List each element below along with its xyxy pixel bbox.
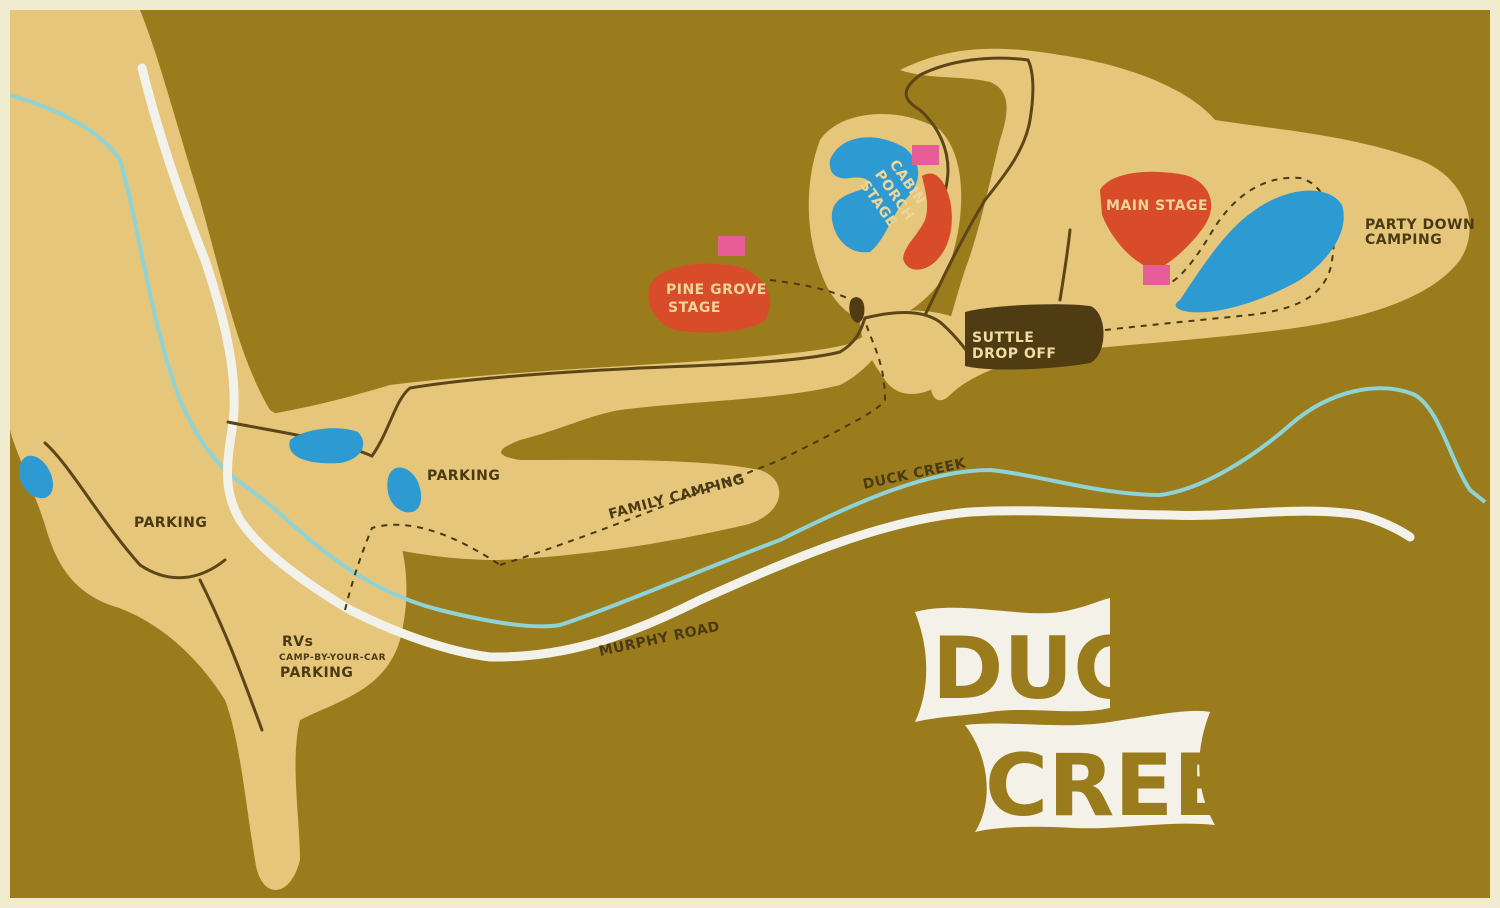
camp-by-car-label: CAMP-BY-YOUR-CAR (279, 653, 386, 663)
pine-grove-stage (648, 263, 771, 333)
banner-title-1: DUCK (932, 619, 1206, 719)
main-stage-marker (1143, 265, 1170, 285)
duck-creek-river (10, 93, 1487, 629)
party-down-label-1: PARTY DOWN (1365, 217, 1475, 233)
parking-rv-label: PARKING (280, 665, 353, 681)
pine-grove-label-2: STAGE (668, 300, 721, 316)
banner-bottom (965, 710, 1215, 832)
suttle-label-2: DROP OFF (972, 346, 1056, 362)
parking-center-label: PARKING (427, 468, 500, 484)
trail-main (226, 311, 968, 458)
duck-creek-banner: DUCK CREEK (915, 598, 1302, 836)
rvs-label: RVs (282, 634, 313, 650)
dashed-path-family-upper (499, 319, 887, 566)
suttle-label-1: SUTTLE (972, 330, 1034, 346)
pond-center-parking (387, 467, 422, 513)
pine-grove-label-1: PINE GROVE (666, 282, 767, 298)
small-dark-marker (849, 297, 865, 323)
shuttle-drop-off-area (965, 304, 1104, 370)
dashed-path-family (344, 523, 501, 611)
pond-cabin (829, 137, 919, 253)
trail-rv (198, 578, 264, 732)
cabin-marker (912, 145, 939, 165)
trail-north (904, 56, 1035, 317)
pond-center-top (289, 428, 364, 464)
pond-party (1175, 190, 1344, 313)
banner-title-2: CREEK (985, 736, 1302, 836)
trail-to-shuttle (1058, 228, 1072, 302)
pine-grove-marker (718, 236, 745, 256)
cabin-porch-stage (903, 173, 952, 270)
main-stage (1100, 171, 1212, 266)
main-stage-label: MAIN STAGE (1106, 198, 1208, 214)
lower-left-land (210, 554, 337, 683)
parking-left-label: PARKING (134, 515, 207, 531)
banner-top (915, 598, 1110, 722)
pond-far-left (19, 455, 54, 499)
land-connector (860, 310, 962, 395)
murphy-road (137, 63, 1415, 662)
party-down-label-2: CAMPING (1365, 232, 1442, 248)
trail-left (43, 441, 227, 580)
